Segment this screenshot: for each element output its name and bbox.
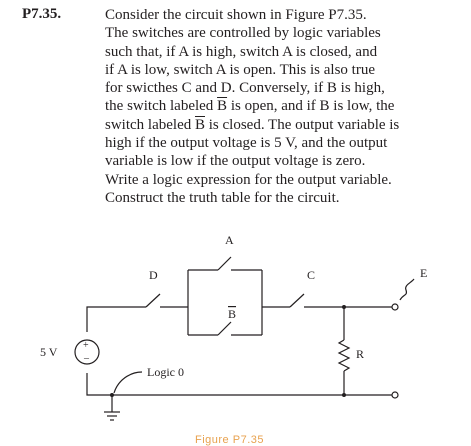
problem-line: high if the output voltage is 5 V, and t… bbox=[105, 135, 388, 152]
label-e: E bbox=[420, 266, 427, 280]
junction-dot bbox=[110, 393, 114, 397]
problem-text: Consider the circuit shown in Figure P7.… bbox=[105, 6, 440, 207]
problem-line: Write a logic expression for the output … bbox=[105, 171, 392, 188]
problem-line: for swicthes C and D. Conversely, if B i… bbox=[105, 80, 385, 97]
label-d: D bbox=[149, 268, 158, 282]
output-terminal-top bbox=[391, 303, 399, 311]
figure-caption: Figure P7.35 bbox=[195, 434, 264, 446]
problem-line: variable is low if the output voltage is… bbox=[105, 153, 366, 170]
logic-pointer bbox=[113, 371, 143, 394]
problem-line: switch labeled B is closed. The output v… bbox=[105, 116, 400, 133]
label-c: C bbox=[307, 268, 315, 282]
label-r: R bbox=[356, 347, 364, 361]
circuit-diagram: A D C E B R 5 V Logic 0 + – bbox=[40, 233, 427, 421]
output-e-arrow bbox=[399, 278, 415, 301]
switch-b-blade bbox=[217, 321, 232, 336]
problem-line: Construct the truth table for the circui… bbox=[105, 189, 340, 206]
label-logic-0: Logic 0 bbox=[147, 365, 184, 379]
problem-number: P7.35. bbox=[22, 6, 62, 22]
switch-a-blade bbox=[217, 256, 232, 271]
problem-line: if A is low, switch A is open. This is a… bbox=[105, 61, 376, 78]
switch-c-blade bbox=[289, 293, 305, 308]
label-source-voltage: 5 V bbox=[40, 345, 58, 359]
label-b: B bbox=[228, 307, 236, 321]
label-a: A bbox=[225, 233, 234, 247]
label-minus: – bbox=[83, 353, 90, 364]
junction-dot bbox=[342, 393, 346, 397]
wire-top-left bbox=[86, 306, 146, 332]
problem-line: Consider the circuit shown in Figure P7.… bbox=[105, 7, 367, 23]
label-plus: + bbox=[83, 340, 89, 351]
problem-line: the switch labeled B is open, and if B i… bbox=[105, 98, 395, 115]
problem-line: such that, if A is high, switch A is clo… bbox=[105, 43, 378, 60]
voltage-source bbox=[74, 339, 100, 365]
junction-dot bbox=[342, 305, 346, 309]
wire-bottom bbox=[86, 373, 392, 396]
resistor-zigzag bbox=[337, 339, 351, 372]
switch-d-blade bbox=[145, 293, 161, 308]
problem-line: The switches are controlled by logic var… bbox=[105, 25, 381, 42]
output-terminal-bottom bbox=[391, 391, 399, 399]
